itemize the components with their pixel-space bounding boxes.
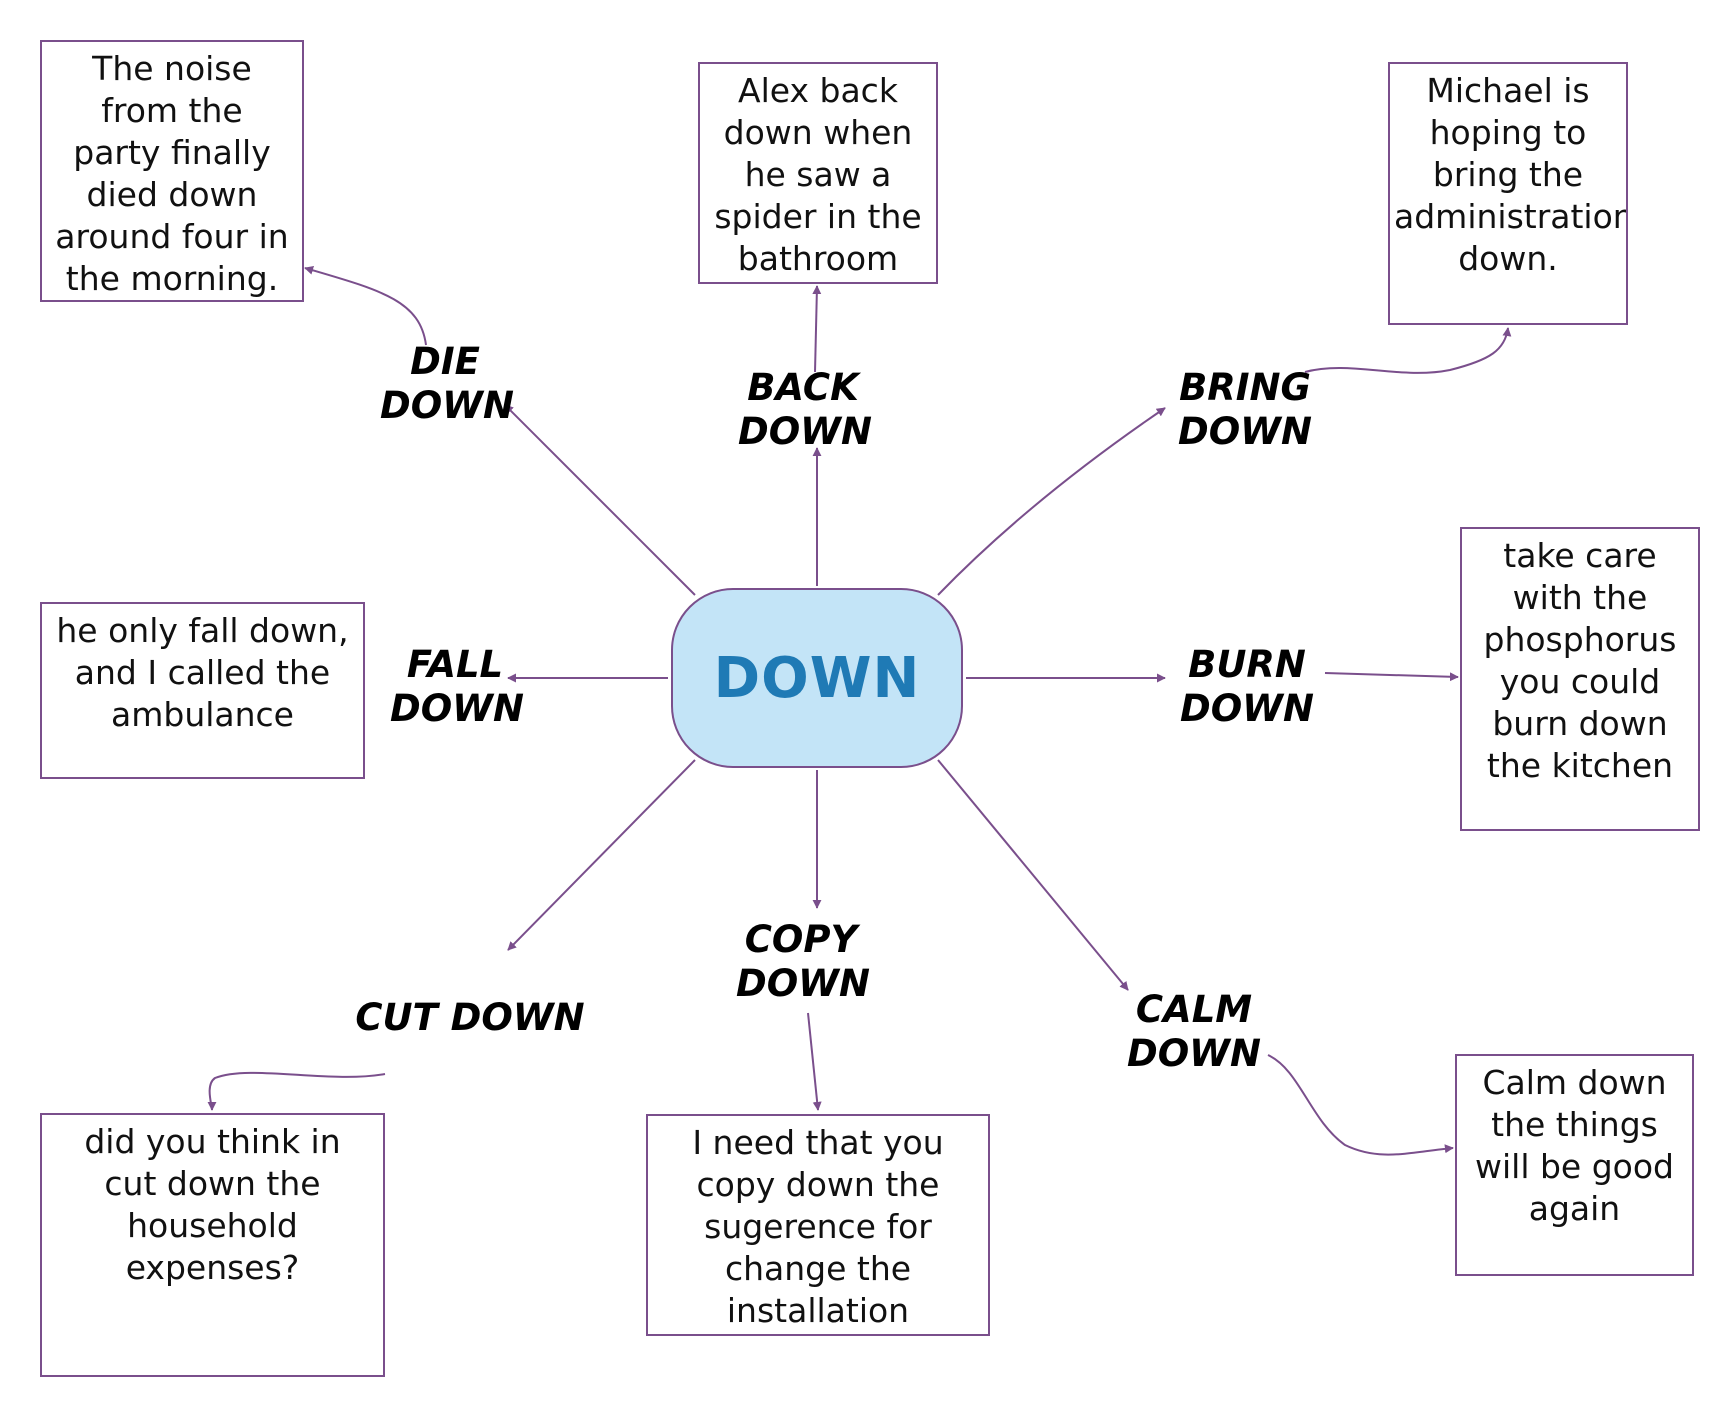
term-calm-down: CALM DOWN bbox=[1127, 988, 1261, 1075]
term-die-down: DIE DOWN bbox=[380, 340, 514, 427]
center-label: DOWN bbox=[713, 645, 921, 711]
example-box-back-down: Alex back down when he saw a spider in t… bbox=[698, 62, 938, 284]
arrow-back-down-to-example bbox=[812, 285, 822, 373]
example-box-bring-down: Michael is hoping to bring the administr… bbox=[1388, 62, 1628, 325]
arrow-bring-down-to-example bbox=[1304, 327, 1512, 374]
arrow-calm-down-to-example bbox=[1267, 1054, 1454, 1156]
example-box-burn-down: take care with the phosphorus you could … bbox=[1460, 527, 1700, 831]
example-box-die-down: The noise from the party finally died do… bbox=[40, 40, 304, 302]
term-fall-down: FALL DOWN bbox=[390, 643, 524, 730]
term-bring-down: BRING DOWN bbox=[1178, 366, 1312, 453]
arrow-copy-down-to-example bbox=[807, 1012, 822, 1111]
arrow-cut-down-to-example bbox=[207, 1071, 386, 1111]
arrow-center-to-die-down bbox=[504, 404, 696, 596]
arrow-burn-down-to-example bbox=[1324, 672, 1459, 682]
example-box-calm-down: Calm down the things will be good again bbox=[1455, 1054, 1694, 1276]
term-back-down: BACK DOWN bbox=[738, 366, 872, 453]
arrow-center-to-cut-down bbox=[507, 759, 696, 951]
term-copy-down: COPY DOWN bbox=[736, 918, 870, 1005]
example-box-fall-down: he only fall down, and I called the ambu… bbox=[40, 602, 365, 779]
term-burn-down: BURN DOWN bbox=[1180, 643, 1314, 730]
example-box-copy-down: I need that you copy down the sugerence … bbox=[646, 1114, 990, 1336]
arrow-die-down-to-example bbox=[304, 265, 427, 346]
example-box-cut-down: did you think in cut down the household … bbox=[40, 1113, 385, 1377]
arrow-center-to-bring-down bbox=[937, 407, 1166, 596]
center-node: DOWN bbox=[671, 588, 963, 768]
term-cut-down: CUT DOWN bbox=[355, 996, 585, 1039]
arrow-center-to-calm-down bbox=[937, 759, 1129, 991]
